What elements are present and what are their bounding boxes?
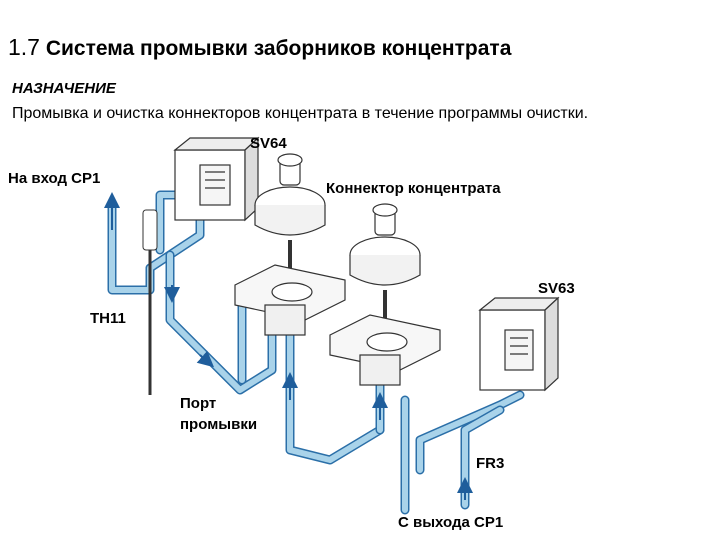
- page-title: 1.7 Система промывки заборников концентр…: [8, 34, 511, 61]
- th11-sensor: [142, 209, 158, 395]
- label-th11: TH11: [90, 310, 126, 327]
- title-number: 1.7: [8, 34, 40, 60]
- label-outlet-cp1: С выхода CP1: [398, 514, 504, 531]
- connector-left: [234, 153, 346, 336]
- label-fr3: FR3: [476, 455, 505, 472]
- tubing: [107, 190, 525, 515]
- sv63-valve: [478, 296, 560, 392]
- label-sv63: SV63: [538, 280, 575, 297]
- sv64-valve: [173, 136, 260, 222]
- title-text: Система промывки заборников концентрата: [45, 37, 512, 60]
- section-heading: НАЗНАЧЕНИЕ: [12, 80, 116, 97]
- label-connector: Коннектор концентрата: [326, 180, 501, 197]
- label-rinse-port-1: Порт: [180, 395, 217, 412]
- flow-arrows: [104, 192, 473, 500]
- label-inlet-cp1: На вход CP1: [8, 170, 101, 187]
- label-sv64: SV64: [250, 135, 287, 152]
- connector-right: [329, 203, 441, 386]
- label-rinse-port-2: промывки: [180, 416, 258, 433]
- description-text: Промывка и очистка коннекторов концентра…: [12, 105, 589, 122]
